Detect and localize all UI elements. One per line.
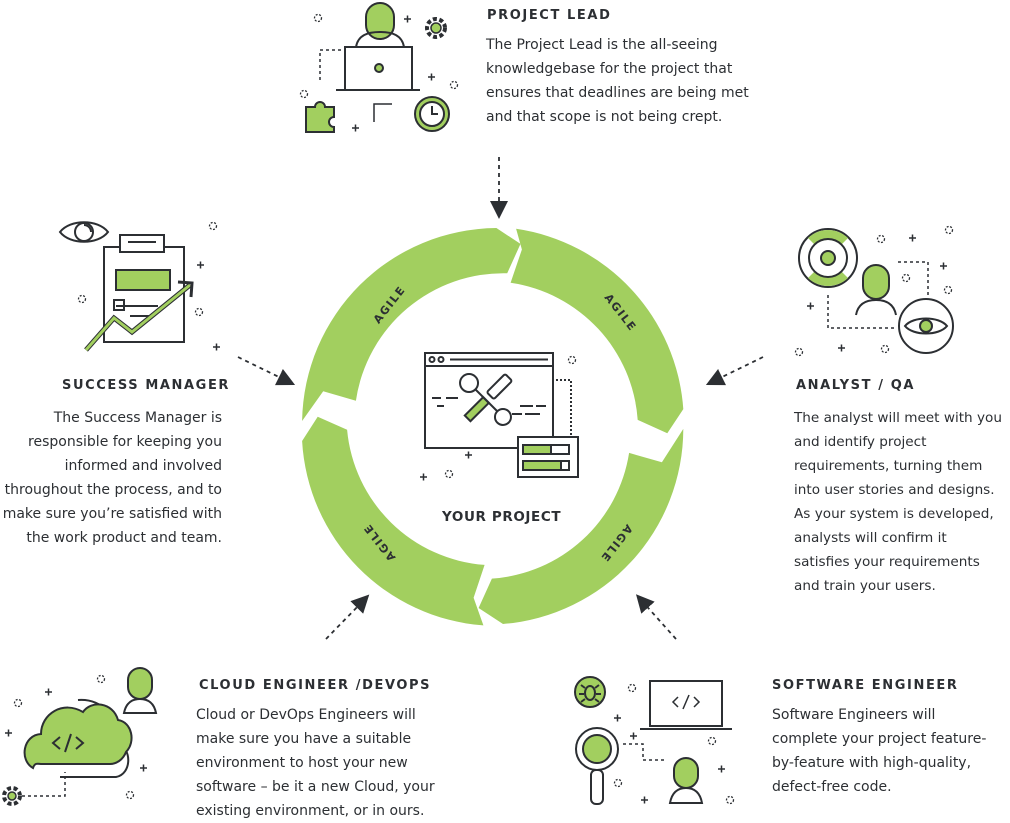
- software-engineer-description: Software Engineers will complete your pr…: [772, 707, 987, 795]
- success-manager-icon: [58, 221, 220, 352]
- project-lead-description: The Project Lead is the all-seeing knowl…: [486, 37, 749, 125]
- analyst-icon: [794, 225, 954, 357]
- software-engineer-title: SOFTWARE ENGINEER: [772, 678, 959, 693]
- success-manager-description: The Success Manager is responsible for k…: [2, 410, 222, 546]
- cloud-engineer-title: CLOUD ENGINEER /DEVOPS: [199, 678, 432, 693]
- project-lead-icon: [299, 2, 459, 133]
- agile-label-bottom-right: AGILE: [598, 522, 635, 565]
- analyst-qa-title: ANALYST / QA: [796, 378, 916, 393]
- agile-label-top-left: AGILE: [371, 283, 408, 326]
- connector-arrows: [237, 157, 764, 640]
- success-manager-title: SUCCESS MANAGER: [62, 378, 231, 393]
- cloud-engineer-description: Cloud or DevOps Engineers will make sure…: [196, 707, 435, 819]
- project-lead-title: PROJECT LEAD: [487, 8, 612, 23]
- agile-label-bottom-left: AGILE: [361, 521, 398, 564]
- agile-cycle: [302, 228, 684, 626]
- cloud-engineer-icon: [2, 667, 158, 806]
- software-engineer-icon: [574, 676, 735, 805]
- agile-label-top-right: AGILE: [602, 291, 639, 334]
- analyst-qa-description: The analyst will meet with you and ident…: [794, 410, 1002, 594]
- project-tools-icon: [420, 352, 579, 481]
- your-project-label: YOUR PROJECT: [442, 509, 562, 525]
